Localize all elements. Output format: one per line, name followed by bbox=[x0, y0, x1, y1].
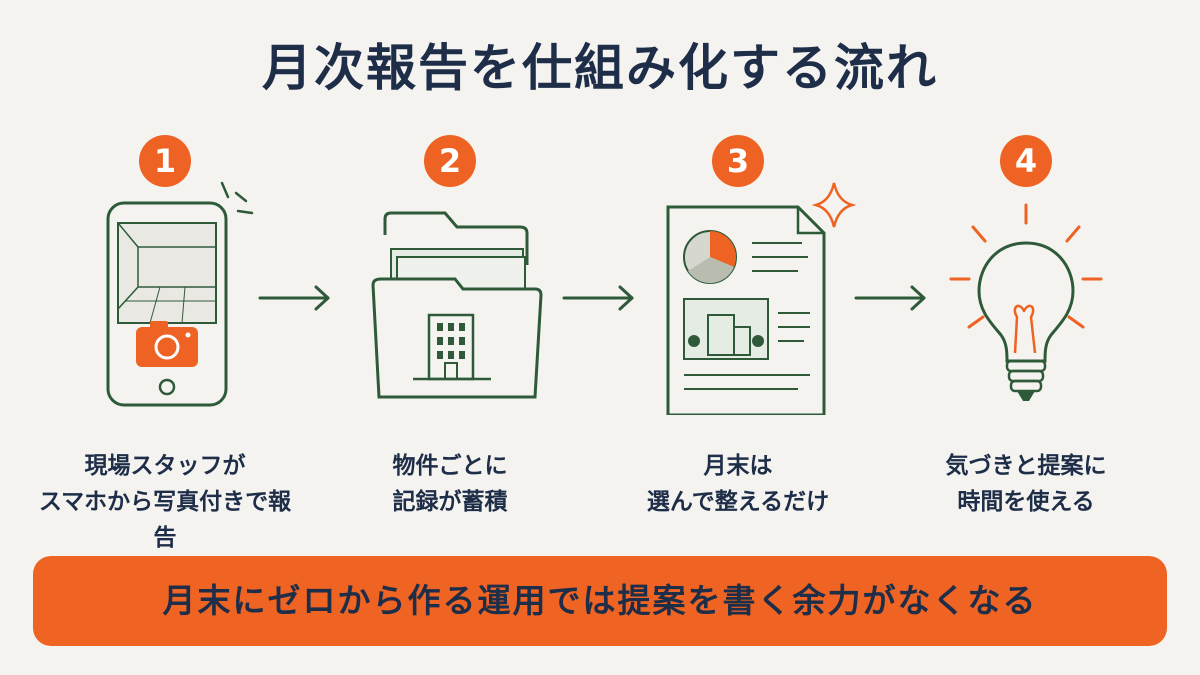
summary-banner: 月末にゼロから作る運用では提案を書く余力がなくなる bbox=[33, 556, 1167, 646]
page-title: 月次報告を仕組み化する流れ bbox=[262, 39, 938, 97]
caption-line-2: 時間を使える bbox=[957, 489, 1095, 515]
smartphone-camera-icon bbox=[106, 181, 254, 407]
arrow-right-icon bbox=[854, 285, 926, 311]
step-number-badge: 3 bbox=[712, 135, 764, 187]
folder-building-icon bbox=[371, 211, 543, 399]
arrow-right-icon bbox=[258, 285, 330, 311]
step-number-badge: 2 bbox=[424, 135, 476, 187]
step-3: 3 月末は 選んで整えるだけ bbox=[608, 0, 868, 540]
caption-line-2: スマホから写真付きで報告 bbox=[38, 489, 292, 551]
step-number-badge: 4 bbox=[1000, 135, 1052, 187]
step-caption: 気づきと提案に 時間を使える bbox=[896, 448, 1156, 520]
caption-line-2: 記録が蓄積 bbox=[392, 489, 508, 515]
step-2: 2 物件ごとに 記録が蓄積 bbox=[320, 0, 580, 540]
caption-line-1: 現場スタッフが bbox=[84, 453, 246, 479]
caption-line-2: 選んで整えるだけ bbox=[646, 489, 830, 515]
step-caption: 月末は 選んで整えるだけ bbox=[608, 448, 868, 520]
caption-line-1: 物件ごとに bbox=[392, 453, 508, 479]
summary-banner-text: 月末にゼロから作る運用では提案を書く余力がなくなる bbox=[162, 581, 1038, 620]
step-caption: 物件ごとに 記録が蓄積 bbox=[320, 448, 580, 520]
lightbulb-icon bbox=[949, 203, 1103, 401]
caption-line-1: 月末は bbox=[703, 453, 773, 479]
report-document-icon bbox=[666, 182, 857, 415]
step-1: 1 現場スタッフが スマホから写真付きで報告 bbox=[35, 0, 295, 551]
arrow-right-icon bbox=[562, 285, 634, 311]
step-caption: 現場スタッフが スマホから写真付きで報告 bbox=[35, 448, 295, 556]
step-number-badge: 1 bbox=[139, 135, 191, 187]
step-4: 4 気づきと提案に 時間を使える bbox=[896, 0, 1156, 540]
caption-line-1: 気づきと提案に bbox=[945, 453, 1107, 479]
